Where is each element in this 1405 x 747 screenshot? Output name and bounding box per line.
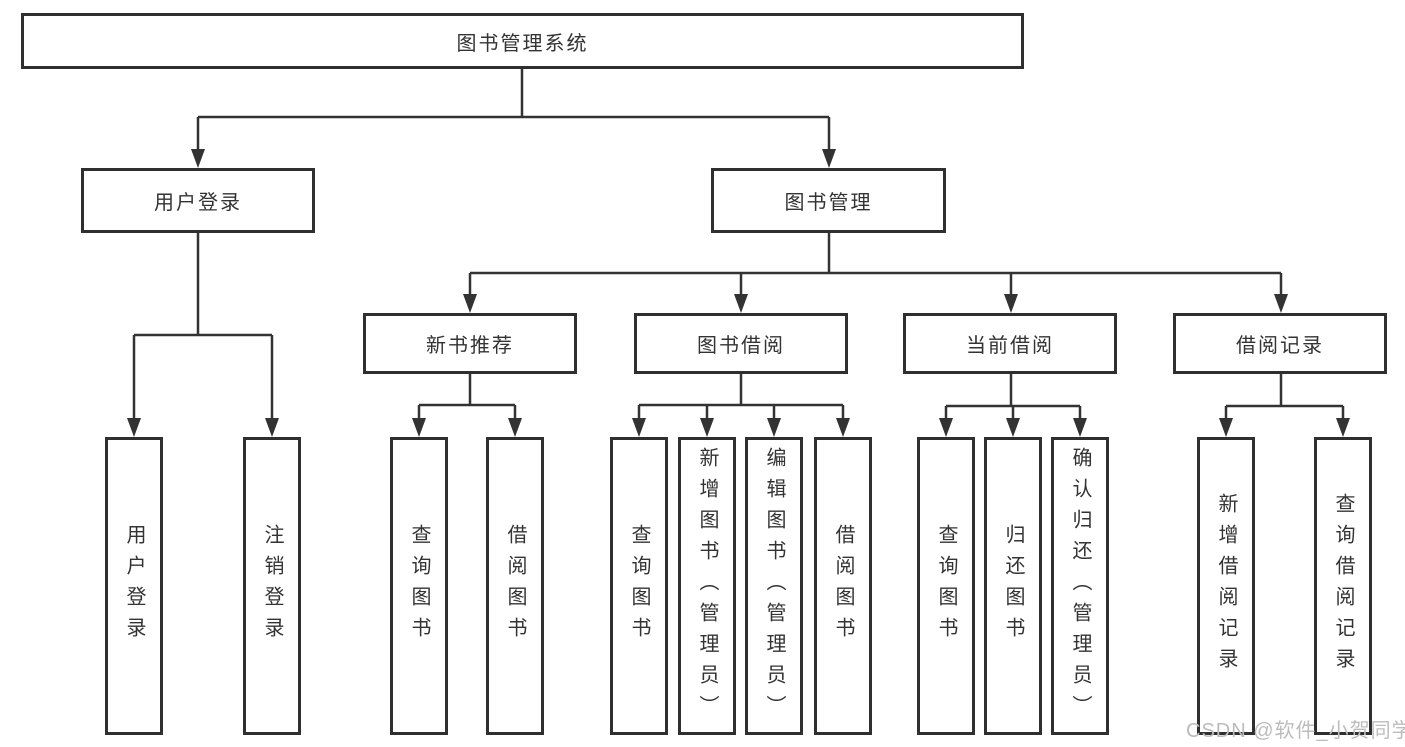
leaf-borrow-add-books-admin: 新增图书（管理员） bbox=[678, 437, 736, 735]
arrowhead-icon bbox=[1006, 418, 1020, 437]
leaf-records-query-borrow-record: 查询借阅记录 bbox=[1314, 437, 1372, 735]
node-label: 新书推荐 bbox=[426, 335, 514, 357]
arrowhead-icon bbox=[939, 418, 953, 437]
node-label: 当前借阅 bbox=[966, 335, 1054, 357]
arrowhead-icon bbox=[1336, 418, 1350, 437]
node-book-management: 图书管理 bbox=[711, 168, 946, 233]
arrowhead-icon bbox=[463, 294, 477, 313]
arrowheads bbox=[127, 149, 1350, 437]
arrowhead-icon bbox=[632, 418, 646, 437]
leaf-label: 查询图书 bbox=[935, 524, 957, 648]
arrowhead-icon bbox=[265, 418, 279, 437]
arrowhead-icon bbox=[1219, 418, 1233, 437]
leaf-borrow-edit-books-admin: 编辑图书（管理员） bbox=[745, 437, 803, 735]
leaf-label: 编辑图书（管理员） bbox=[763, 446, 785, 726]
arrowhead-icon bbox=[1004, 294, 1018, 313]
arrowhead-icon bbox=[822, 149, 836, 168]
node-label: 图书管理系统 bbox=[456, 32, 589, 55]
leaf-current-return-books: 归还图书 bbox=[984, 437, 1042, 735]
node-user-login: 用户登录 bbox=[81, 168, 315, 233]
arrowhead-icon bbox=[508, 418, 522, 437]
leaf-current-query-books: 查询图书 bbox=[917, 437, 975, 735]
connector-newbook-to-leaves bbox=[417, 374, 517, 422]
connector-login-to-leaves bbox=[132, 233, 274, 422]
node-library-management-system: 图书管理系统 bbox=[21, 13, 1024, 69]
node-current-borrowing: 当前借阅 bbox=[903, 313, 1117, 374]
connector-current-to-leaves bbox=[944, 374, 1082, 422]
leaf-label: 借阅图书 bbox=[504, 524, 526, 648]
connector-mgmt-to-level3 bbox=[468, 233, 1283, 298]
leaf-newbook-query-books: 查询图书 bbox=[390, 437, 448, 735]
arrowhead-icon bbox=[191, 149, 205, 168]
leaf-borrow-query-books: 查询图书 bbox=[610, 437, 668, 735]
connector-records-to-leaves bbox=[1224, 374, 1345, 422]
arrowhead-icon bbox=[127, 418, 141, 437]
leaf-borrow-borrow-books: 借阅图书 bbox=[814, 437, 872, 735]
node-label: 图书管理 bbox=[784, 192, 873, 214]
leaf-label: 确认归还（管理员） bbox=[1069, 446, 1091, 726]
node-new-book-recommendation: 新书推荐 bbox=[363, 313, 577, 374]
leaf-label: 用户登录 bbox=[123, 524, 145, 648]
connector-borrow-to-leaves bbox=[637, 374, 845, 422]
node-label: 用户登录 bbox=[154, 192, 242, 214]
arrowhead-icon bbox=[767, 418, 781, 437]
leaf-login-user-login: 用户登录 bbox=[105, 437, 163, 735]
leaf-label: 查询图书 bbox=[408, 524, 430, 648]
arrowhead-icon bbox=[700, 418, 714, 437]
leaf-records-add-borrow-record: 新增借阅记录 bbox=[1197, 437, 1255, 735]
leaf-label: 注销登录 bbox=[261, 524, 283, 648]
leaf-label: 借阅图书 bbox=[832, 524, 854, 648]
leaf-current-confirm-return-admin: 确认归还（管理员） bbox=[1051, 437, 1109, 735]
arrowhead-icon bbox=[734, 294, 748, 313]
leaf-label: 查询图书 bbox=[628, 524, 650, 648]
arrowhead-icon bbox=[836, 418, 850, 437]
node-label: 图书借阅 bbox=[697, 335, 785, 357]
leaf-newbook-borrow-books: 借阅图书 bbox=[486, 437, 544, 735]
leaf-label: 新增借阅记录 bbox=[1215, 493, 1237, 679]
csdn-watermark: CSDN @软件_小贺同学 bbox=[1186, 720, 1405, 742]
connector-root-to-level2 bbox=[196, 69, 831, 153]
arrowhead-icon bbox=[1274, 294, 1288, 313]
node-borrowing-records: 借阅记录 bbox=[1173, 313, 1387, 374]
node-label: 借阅记录 bbox=[1236, 335, 1324, 357]
arrowhead-icon bbox=[1073, 418, 1087, 437]
leaf-label: 归还图书 bbox=[1002, 524, 1024, 648]
node-book-borrowing: 图书借阅 bbox=[634, 313, 848, 374]
leaf-label: 查询借阅记录 bbox=[1332, 493, 1354, 679]
arrowhead-icon bbox=[412, 418, 426, 437]
leaf-login-logout: 注销登录 bbox=[243, 437, 301, 735]
leaf-label: 新增图书（管理员） bbox=[696, 446, 718, 726]
